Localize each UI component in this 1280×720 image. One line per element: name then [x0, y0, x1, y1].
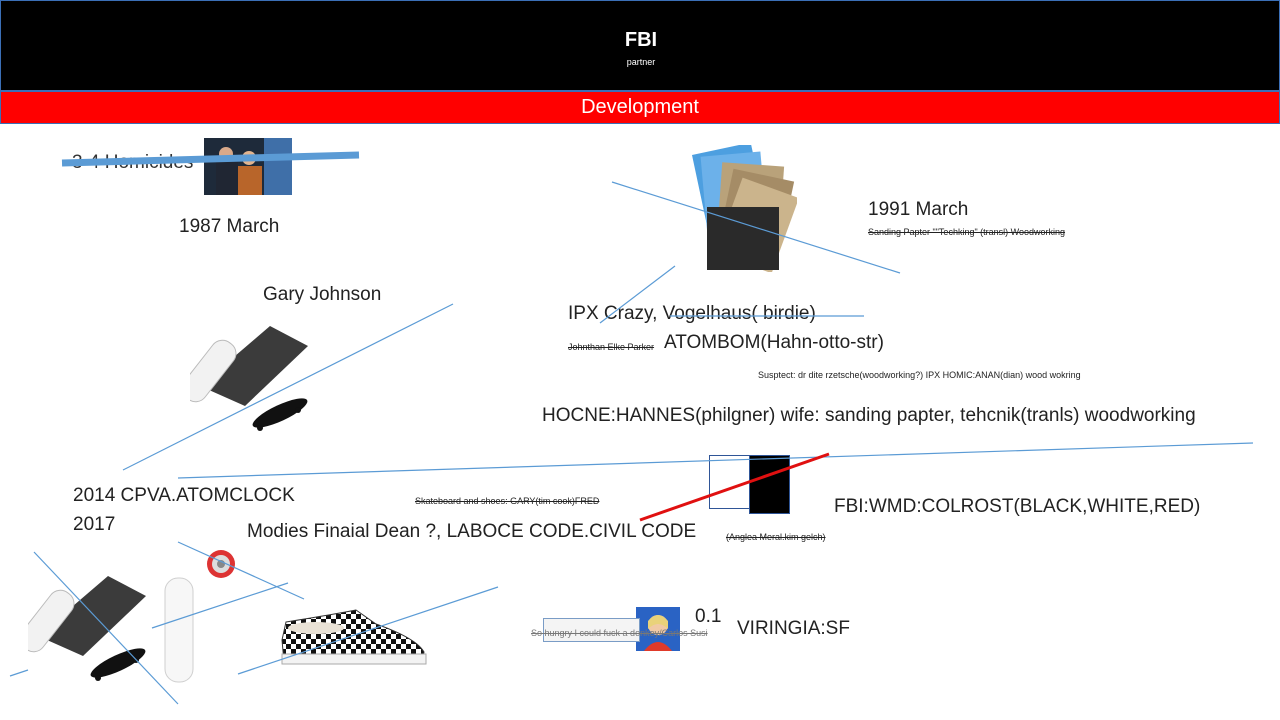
- checkered-shoe-image: [281, 609, 427, 665]
- skateboard-note-text: Skateboard and shoes: GARY(tim cook)FRED: [415, 496, 600, 506]
- people-photo: [204, 138, 292, 195]
- header-subtitle: partner: [626, 57, 656, 67]
- cpva-text: 2014 CPVA.ATOMCLOCK: [73, 485, 295, 506]
- march-1987-text: 1987 March: [179, 216, 280, 237]
- johnathan-text: Johnthan Elke Parker: [568, 342, 655, 352]
- sandpaper-image: [692, 145, 797, 272]
- portrait-photo: [636, 607, 680, 651]
- homicides-text: 3-4 Homicides: [72, 152, 194, 173]
- anglea-text: (Anglea Meral.kim gelch): [726, 532, 826, 542]
- suspect-text: Susptect: dr dite rzetsche(woodworking?)…: [758, 370, 1081, 380]
- ipx-crazy-text: IPX Crazy, Vogelhaus( birdie): [568, 303, 816, 324]
- header-title: FBI: [624, 29, 658, 51]
- modies-text: Modies Finaial Dean ?, LABOCE CODE.CIVIL…: [247, 521, 697, 542]
- skateboard-deck-image: [164, 577, 194, 683]
- gary-johnson-text: Gary Johnson: [263, 284, 382, 305]
- zero-one-text: 0.1: [695, 606, 722, 627]
- march-1991-text: 1991 March: [868, 199, 969, 220]
- hocne-text: HOCNE:HANNES(philgner) wife: sanding pap…: [542, 405, 1196, 426]
- so-hungry-text: So hungry I could fuck a donkey/Carlos S…: [531, 628, 708, 638]
- atombom-text: ATOMBOM(Hahn-otto-str): [664, 332, 884, 353]
- white-box: [709, 455, 751, 509]
- griptape-skateboard-image: [190, 326, 308, 431]
- note-box: [543, 618, 640, 642]
- bearing-image: [207, 550, 235, 578]
- sanding-note-text: Sanding Papter ""Techking" (transl) Wood…: [868, 227, 1066, 237]
- griptape-skateboard-image-2: [28, 576, 146, 681]
- virginia-text: VIRINGIA:SF: [737, 618, 850, 639]
- fbi-wmd-text: FBI:WMD:COLROST(BLACK,WHITE,RED): [834, 496, 1201, 517]
- year-2017-text: 2017: [73, 514, 116, 535]
- header-bar: FBI partner: [0, 0, 1280, 91]
- black-box: [749, 455, 790, 514]
- development-band: Development: [0, 91, 1280, 124]
